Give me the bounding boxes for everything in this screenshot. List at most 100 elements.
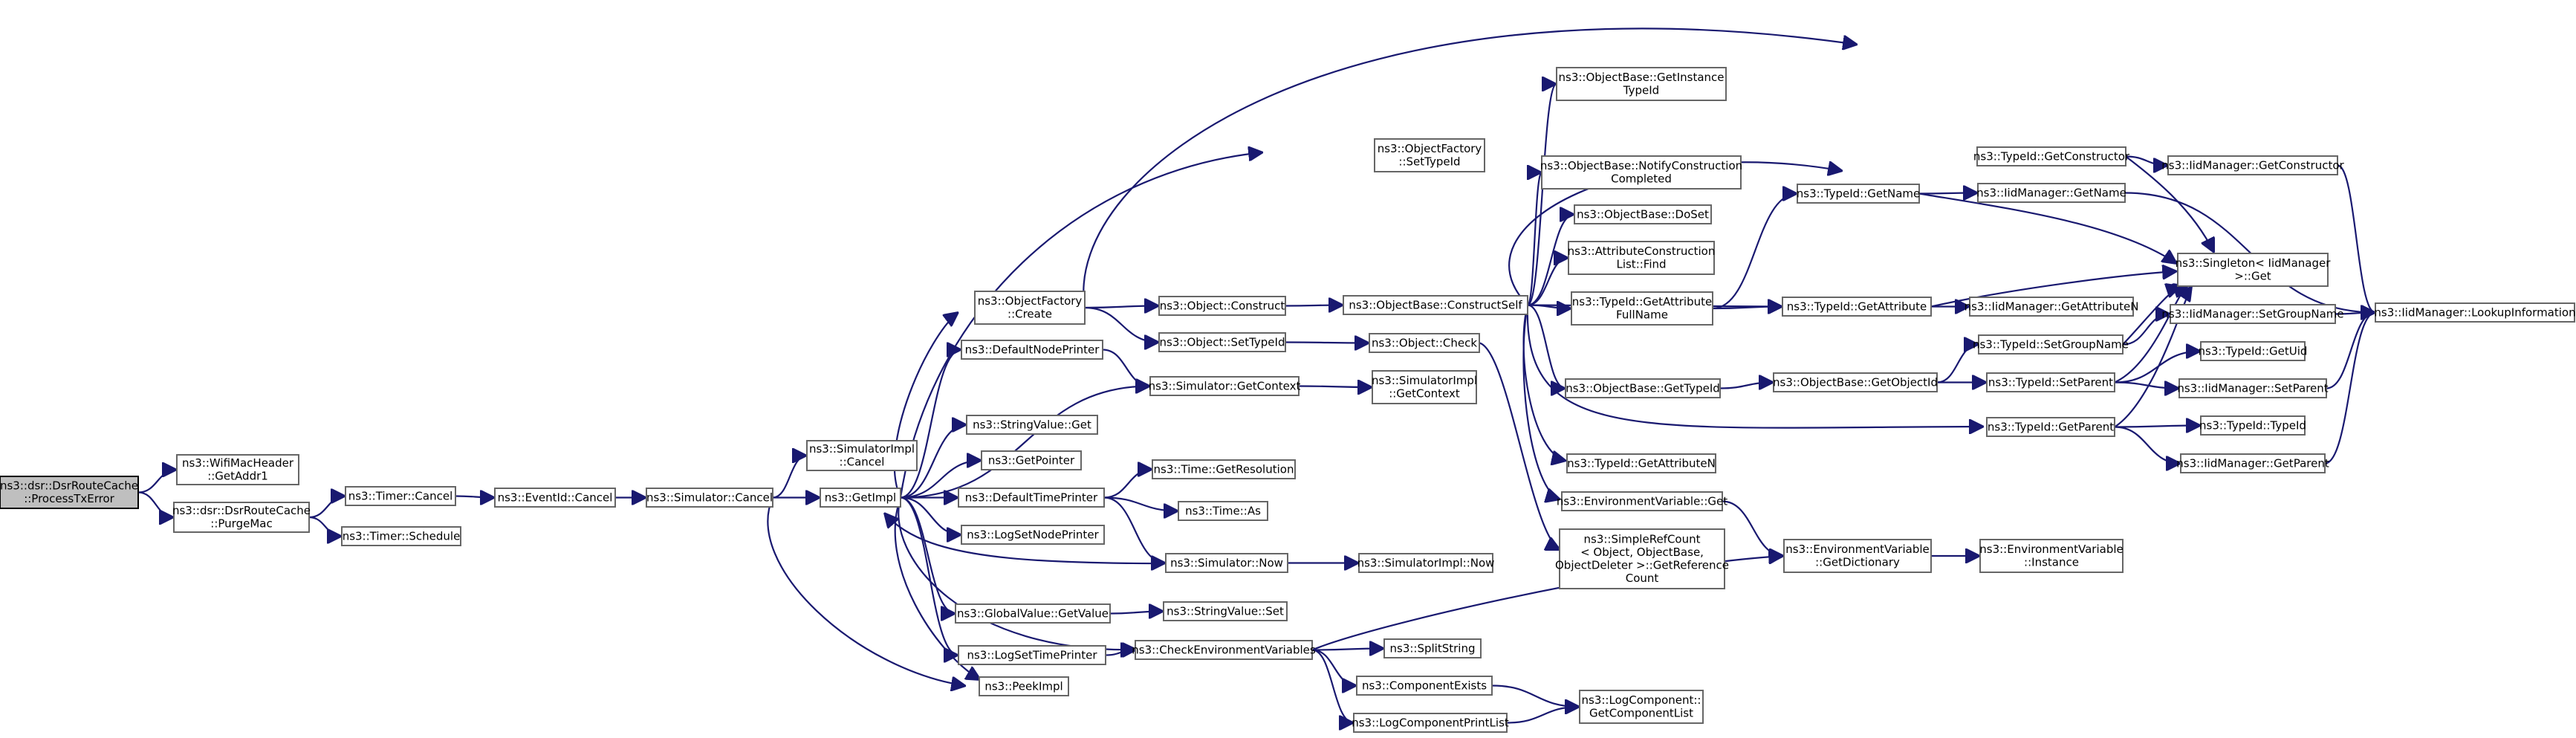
node-envinstance[interactable]: ns3::EnvironmentVariable::Instance <box>1979 539 2124 573</box>
node-obgettypeid[interactable]: ns3::ObjectBase::GetTypeId <box>1565 378 1721 398</box>
node-logcomponentgetlist[interactable]: ns3::LogComponent::GetComponentList <box>1579 690 1704 724</box>
node-timerschedule[interactable]: ns3::Timer::Schedule <box>341 526 461 546</box>
node-iidgetattributen[interactable]: ns3::IidManager::GetAttributeN <box>1965 297 2139 317</box>
node-box[interactable] <box>1152 459 1296 479</box>
node-box[interactable] <box>1783 539 1932 573</box>
node-timeas[interactable]: ns3::Time::As <box>1178 501 1268 521</box>
node-box[interactable] <box>806 440 918 471</box>
node-box[interactable] <box>1383 638 1482 658</box>
node-box[interactable] <box>0 476 139 509</box>
node-typeidgetname[interactable]: ns3::TypeId::GetName <box>1797 184 1920 204</box>
node-box[interactable] <box>646 488 773 508</box>
node-box[interactable] <box>1369 333 1480 353</box>
node-timercancel[interactable]: ns3::Timer::Cancel <box>345 486 456 506</box>
node-logsetnodeprinter[interactable]: ns3::LogSetNodePrinter <box>961 525 1105 545</box>
node-simgetcontext[interactable]: ns3::Simulator::GetContext <box>1149 376 1301 396</box>
node-peekimpl[interactable]: ns3::PeekImpl <box>979 676 1069 696</box>
node-box[interactable] <box>961 340 1103 360</box>
node-box[interactable] <box>1579 690 1704 724</box>
node-typeidsetparent[interactable]: ns3::TypeId::SetParent <box>1986 372 2115 392</box>
node-componentexists[interactable]: ns3::ComponentExists <box>1356 676 1493 696</box>
node-box[interactable] <box>1568 241 1715 275</box>
node-typeidgetattrn[interactable]: ns3::TypeId::GetAttributeN <box>1566 453 1716 473</box>
node-getpointer[interactable]: ns3::GetPointer <box>981 450 1082 470</box>
node-timegetres[interactable]: ns3::Time::GetResolution <box>1152 459 1296 479</box>
node-singletonget[interactable]: ns3::Singleton< IidManager>::Get <box>2176 253 2332 287</box>
node-box[interactable] <box>1372 370 1477 404</box>
node-stringvalueget[interactable]: ns3::StringValue::Get <box>966 415 1098 435</box>
node-logsettimeprinter[interactable]: ns3::LogSetTimePrinter <box>958 645 1106 665</box>
node-obgetobjectid[interactable]: ns3::ObjectBase::GetObjectId <box>1773 372 1938 392</box>
node-box[interactable] <box>2177 253 2329 287</box>
node-box[interactable] <box>2178 378 2327 398</box>
node-box[interactable] <box>1566 453 1716 473</box>
node-box[interactable] <box>1158 296 1286 316</box>
node-typeidgetuid[interactable]: ns3::TypeId::GetUid <box>2199 341 2308 361</box>
node-iidlookup[interactable]: ns3::IidManager::LookupInformation <box>2374 302 2576 323</box>
node-root[interactable]: ns3::dsr::DsrRouteCache::ProcessTxError <box>0 476 139 509</box>
node-box[interactable] <box>974 291 1086 325</box>
node-box[interactable] <box>958 645 1106 665</box>
node-envgetdict[interactable]: ns3::EnvironmentVariable::GetDictionary <box>1783 539 1932 573</box>
node-box[interactable] <box>961 525 1105 545</box>
node-simcancel[interactable]: ns3::Simulator::Cancel <box>646 488 773 508</box>
node-box[interactable] <box>345 486 456 506</box>
node-ofsettypeid[interactable]: ns3::ObjectFactory::SetTypeId <box>1374 138 1485 172</box>
node-box[interactable] <box>341 526 461 546</box>
node-box[interactable] <box>1978 334 2124 355</box>
node-box[interactable] <box>820 488 901 508</box>
node-iidsetgroupname[interactable]: ns3::IidManager::SetGroupName <box>2161 304 2344 324</box>
node-box[interactable] <box>2167 155 2338 175</box>
node-stringvalueset[interactable]: ns3::StringValue::Set <box>1163 601 1288 621</box>
node-box[interactable] <box>1541 155 1742 190</box>
node-box[interactable] <box>981 450 1082 470</box>
node-objcheck[interactable]: ns3::Object::Check <box>1369 333 1480 353</box>
node-typeidgetparent[interactable]: ns3::TypeId::GetParent <box>1986 417 2115 437</box>
node-box[interactable] <box>2180 453 2326 473</box>
node-box[interactable] <box>1343 295 1528 315</box>
node-obdoset[interactable]: ns3::ObjectBase::DoSet <box>1574 204 1712 224</box>
node-box[interactable] <box>1976 146 2126 166</box>
node-box[interactable] <box>1353 713 1508 733</box>
node-logcomponentprintlist[interactable]: ns3::LogComponentPrintList <box>1352 713 1509 733</box>
node-ofcreate[interactable]: ns3::ObjectFactory::Create <box>974 291 1086 325</box>
node-box[interactable] <box>1163 601 1288 621</box>
node-typeidtypeid[interactable]: ns3::TypeId::TypeId <box>2199 415 2306 436</box>
node-iidgetconstructor[interactable]: ns3::IidManager::GetConstructor <box>2161 155 2345 175</box>
node-iidgetparent[interactable]: ns3::IidManager::GetParent <box>2176 453 2329 473</box>
node-box[interactable] <box>494 488 616 508</box>
node-box[interactable] <box>1977 183 2126 203</box>
node-typeidgetconstructor[interactable]: ns3::TypeId::GetConstructor <box>1973 146 2130 166</box>
node-box[interactable] <box>173 502 310 533</box>
node-getaddr1[interactable]: ns3::WifiMacHeader::GetAddr1 <box>176 454 299 485</box>
node-box[interactable] <box>955 603 1111 624</box>
node-box[interactable] <box>1135 640 1313 660</box>
node-box[interactable] <box>1574 204 1712 224</box>
node-defaultnodeprinter[interactable]: ns3::DefaultNodePrinter <box>961 340 1103 360</box>
node-defaulttimeprinter[interactable]: ns3::DefaultTimePrinter <box>958 488 1105 508</box>
node-splitstring[interactable]: ns3::SplitString <box>1383 638 1482 658</box>
node-eventidcancel[interactable]: ns3::EventId::Cancel <box>494 488 616 508</box>
node-typeidsetgroupname[interactable]: ns3::TypeId::SetGroupName <box>1973 334 2129 355</box>
node-checkenv[interactable]: ns3::CheckEnvironmentVariables <box>1132 640 1316 660</box>
node-box[interactable] <box>1782 297 1932 317</box>
node-box[interactable] <box>2170 304 2336 324</box>
node-globalvalueget[interactable]: ns3::GlobalValue::GetValue <box>955 603 1111 624</box>
node-box[interactable] <box>1559 528 1725 589</box>
node-box[interactable] <box>1165 553 1288 573</box>
node-box[interactable] <box>1565 378 1721 398</box>
node-simplerefcount[interactable]: ns3::SimpleRefCount< Object, ObjectBase,… <box>1555 528 1729 589</box>
node-typeidgetattribute[interactable]: ns3::TypeId::GetAttribute <box>1782 297 1932 317</box>
node-box[interactable] <box>1561 491 1723 511</box>
node-box[interactable] <box>1149 376 1300 396</box>
node-box[interactable] <box>1556 67 1727 101</box>
node-box[interactable] <box>1773 372 1938 392</box>
node-iidsetparent[interactable]: ns3::IidManager::SetParent <box>2177 378 2329 398</box>
node-box[interactable] <box>1986 372 2115 392</box>
node-objconstruct[interactable]: ns3::Object::Construct <box>1158 296 1286 316</box>
node-simnow[interactable]: ns3::Simulator::Now <box>1165 553 1288 573</box>
node-simimplcancel[interactable]: ns3::SimulatorImpl::Cancel <box>806 440 918 471</box>
node-box[interactable] <box>979 676 1069 696</box>
